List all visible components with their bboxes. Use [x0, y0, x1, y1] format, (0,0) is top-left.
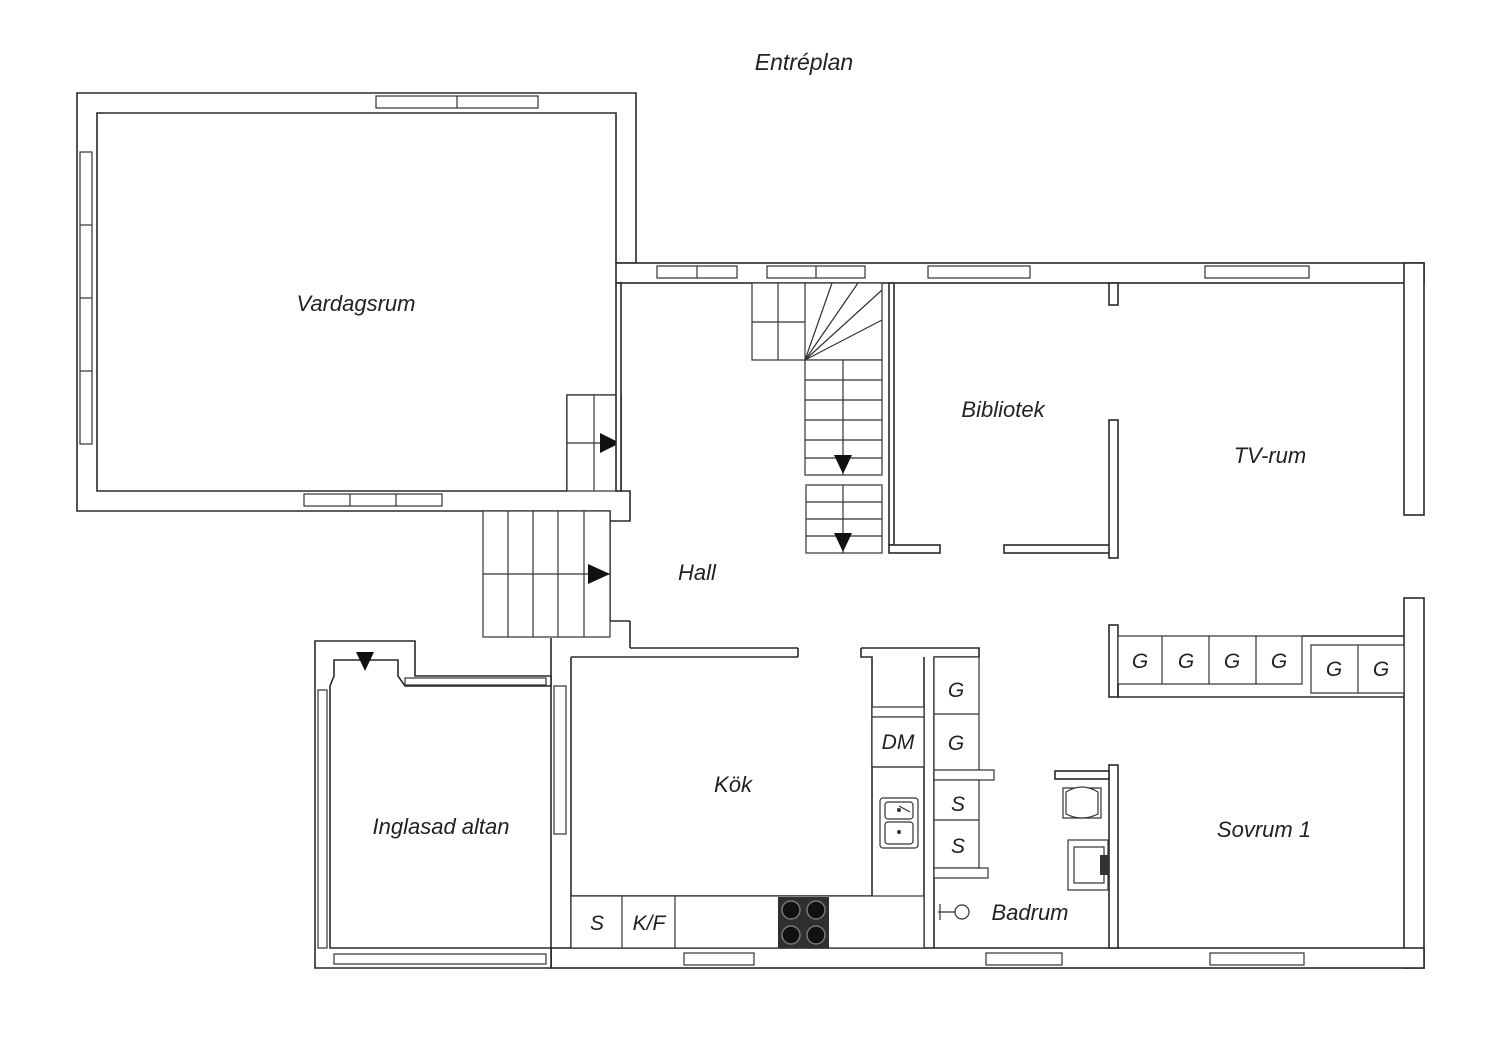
- sovrum-walls: [1054, 764, 1119, 949]
- badrum-fixtures: [933, 656, 1109, 920]
- stair-arrow-icon: [588, 564, 610, 584]
- wardrobe-label: G: [1326, 658, 1342, 681]
- stair-arrow-icon: [600, 433, 620, 453]
- room-label-sovrum-1: Sovrum 1: [1217, 817, 1311, 842]
- room-label-bibliotek: Bibliotek: [961, 397, 1045, 422]
- wardrobe-label: G: [948, 732, 964, 755]
- room-label-vardagsrum: Vardagsrum: [296, 291, 415, 316]
- wardrobe-label: G: [1178, 650, 1194, 673]
- dishwasher-label: DM: [882, 731, 915, 754]
- wardrobe-label: G: [1271, 650, 1287, 673]
- main-house-walls: [550, 262, 1425, 969]
- kitchen-counter: [570, 895, 925, 949]
- hall-stair: [482, 510, 611, 638]
- wardrobe-label: G: [948, 679, 964, 702]
- stair-arrow-icon: [834, 533, 852, 552]
- plan-title: Entréplan: [755, 49, 853, 75]
- cabinet-label: S: [951, 793, 965, 816]
- wardrobe-row: [1108, 624, 1405, 698]
- wardrobe-label: G: [1224, 650, 1240, 673]
- stair-arrow-icon: [834, 455, 852, 474]
- room-label-tv-rum: TV-rum: [1234, 443, 1307, 468]
- altan-walls: [314, 640, 567, 969]
- main-staircase: [751, 282, 883, 554]
- room-label-badrum: Badrum: [991, 900, 1068, 925]
- stair-arrow-icon: [356, 652, 374, 671]
- fridge-freezer-label: K/F: [633, 912, 667, 935]
- bibliotek-walls: [888, 282, 1119, 559]
- room-label-hall: Hall: [678, 560, 717, 585]
- room-label-kok: Kök: [714, 772, 753, 797]
- wardrobe-label: G: [1373, 658, 1389, 681]
- vardagsrum-windows: [79, 95, 539, 507]
- kitchen-sink-icon: [879, 797, 919, 849]
- vardagsrum-stair: [566, 394, 622, 492]
- main-house-windows: [656, 265, 1310, 966]
- cabinet-label: S: [951, 835, 965, 858]
- wardrobe-label: G: [1132, 650, 1148, 673]
- cabinet-label: S: [590, 912, 604, 935]
- stove-icon: [778, 897, 829, 948]
- room-label-inglasad-altan: Inglasad altan: [373, 814, 510, 839]
